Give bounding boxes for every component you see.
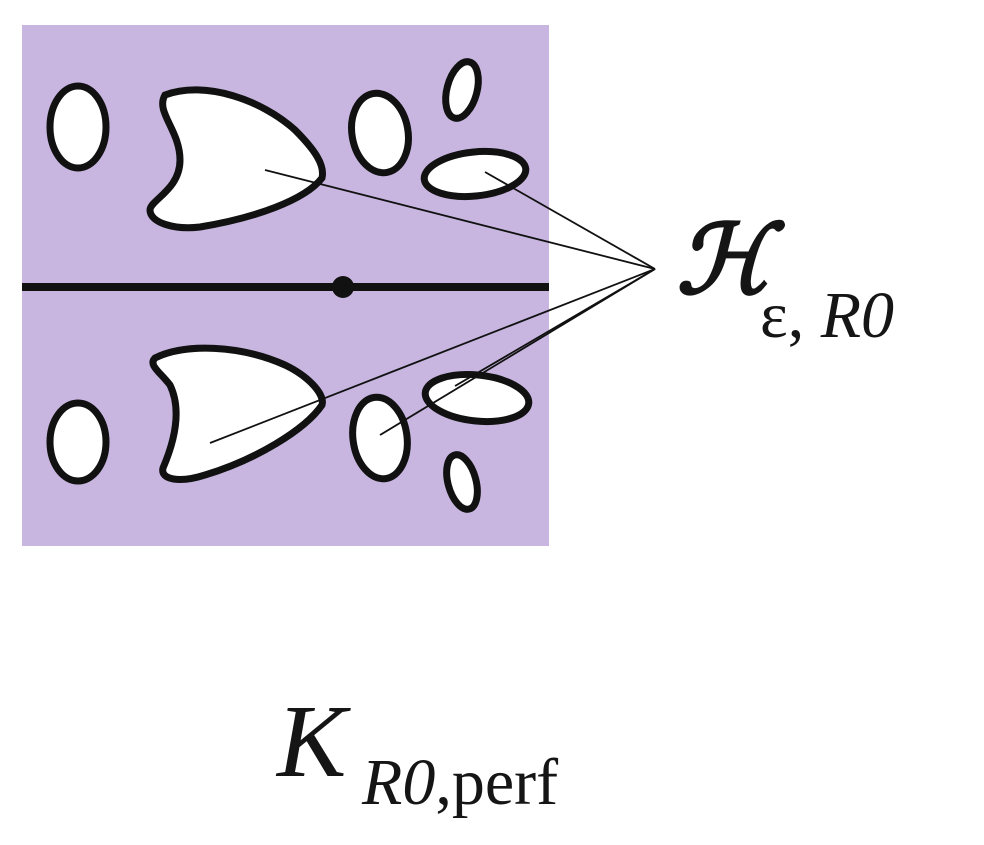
hole-upper-mid-oval [348,89,412,177]
perforation-subscript-R: R [820,279,862,352]
pointer-line-lower-flat-oval [454,268,656,387]
hole-lower-mid-oval [349,393,411,483]
label-pointer-lines [209,169,656,444]
pointer-line-lower-crescent [209,268,656,444]
perforation-subscript-R-index: 0 [861,279,895,352]
axis-center-point [332,276,354,298]
hole-upper-crescent [146,86,327,232]
perforation-set-subscript: ε, R0 [760,283,894,349]
hole-upper-flat-oval [420,147,530,201]
domain-symbol: K [277,684,347,799]
hole-upper-left-oval [46,82,110,172]
hole-upper-small-oval [442,58,482,122]
hole-lower-small-oval [443,451,481,513]
domain-subscript-R: R [362,746,403,819]
hole-lower-crescent [149,344,326,483]
pointer-line-upper-crescent [264,169,656,270]
perforation-subscript-eps: ε, [760,279,821,352]
domain-subscript: R0,perf [362,750,558,816]
pointer-line-upper-flat-oval [484,171,656,270]
domain-subscript-suffix: ,perf [435,746,559,819]
perforation-set-symbol: ℋ [676,207,771,314]
domain-subscript-R-index: 0 [402,746,436,819]
hole-lower-left-oval [46,399,110,485]
